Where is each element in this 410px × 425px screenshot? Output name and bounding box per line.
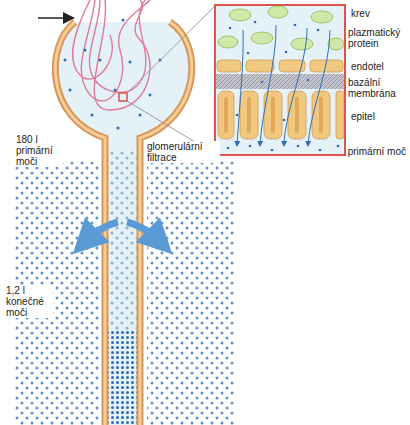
basement-membrane-label: bazální membrána <box>347 77 407 99</box>
filtration-label: glomerulární filtrace <box>146 141 220 163</box>
blood-label: krev <box>350 8 371 19</box>
primary-urine-label: primární moč <box>347 146 407 157</box>
plasma-protein-label: plazmatický protein <box>347 27 407 49</box>
endothelium-label: endotel <box>350 61 385 72</box>
final-urine-volume: 1,2 l konečné moči <box>5 285 53 318</box>
primary-urine-volume: 180 l primární moči <box>15 134 63 167</box>
epithelium-label: epitel <box>350 111 376 122</box>
